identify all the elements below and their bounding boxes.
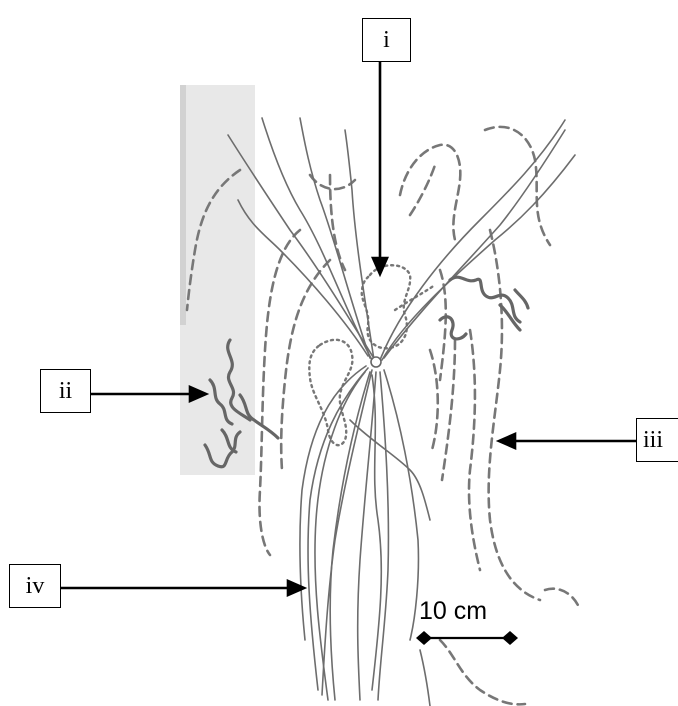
dotted-top-blob: [362, 265, 410, 348]
label-iii: iii: [636, 418, 678, 462]
outline-top-right-1: [400, 145, 460, 240]
paper-shadow-strip: [180, 85, 186, 325]
squiggles-right: [440, 277, 528, 339]
outline-right-1: [489, 230, 540, 600]
outline-top-right-2: [410, 165, 435, 215]
outline-bottom-right: [440, 640, 525, 704]
outline-bottom-right-2: [545, 589, 580, 610]
label-i: i: [362, 18, 411, 62]
scale-bar: [416, 631, 518, 645]
scale-bar-right-end: [502, 631, 518, 645]
outline-left-2: [281, 260, 330, 470]
scale-bar-label: 10 cm: [419, 597, 487, 626]
scale-bar-left-end: [416, 631, 432, 645]
dotted-left-blob: [309, 340, 352, 445]
outline-mid: [430, 350, 438, 450]
fibre-lines: [228, 118, 575, 706]
outline-top-right-3: [485, 127, 550, 245]
outline-left-inner: [259, 230, 300, 555]
outline-right-2: [469, 330, 480, 570]
center-point: [371, 357, 381, 367]
label-iv: iv: [9, 564, 61, 608]
outline-right-3: [442, 340, 455, 480]
label-ii: ii: [40, 369, 91, 413]
arrow-iii-head: [499, 434, 515, 448]
